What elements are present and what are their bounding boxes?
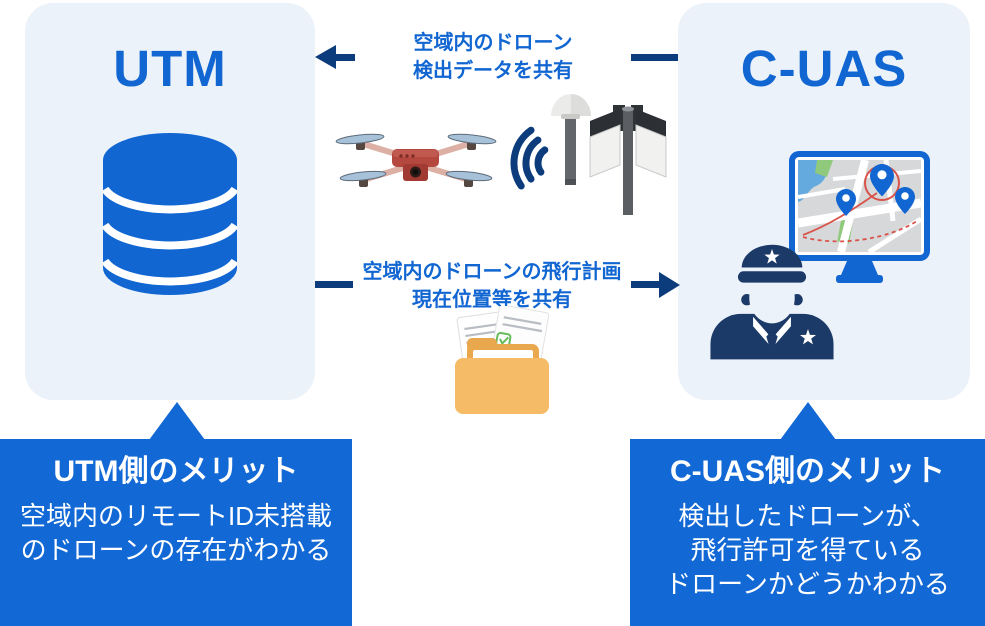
cuas-merit-line1: 検出したドローンが、 [678,500,937,531]
flight-plan-flow-label-line2: 現在位置等を共有 [412,289,572,311]
flight-plan-flow-label: 空域内のドローンの飛行計画 現在位置等を共有 [353,250,631,322]
utm-merit-heading: UTM側のメリット [53,455,299,488]
cuas-merit-line2: 飛行許可を得ている [690,534,925,565]
monitor-map-icon [789,151,930,283]
cuas-merit-pointer [780,402,836,440]
drone-icon [335,133,497,187]
detection-flow-label-line1: 空域内のドローン [413,32,573,54]
cuas-merit-line3: ドローンかどうかわかる [665,569,950,600]
cuas-merit-box: C-UAS側のメリット 検出したドローンが、 飛行許可を得ている ドローンかどう… [630,439,985,626]
utm-merit-pointer [149,402,205,440]
police-officer-icon [710,244,834,360]
cell-antenna-icon [589,105,667,215]
database-icon [103,133,237,295]
utm-merit-box: UTM側のメリット 空域内のリモートID未搭載 のドローンの存在がわかる [0,439,352,626]
utm-merit-line2: のドローンの存在がわかる [20,534,332,565]
detection-flow-label: 空域内のドローン 検出データを共有 [355,22,631,92]
cuas-merit-body: 検出したドローンが、 飛行許可を得ている ドローンかどうかわかる [630,499,985,602]
utm-merit-body: 空域内のリモートID未搭載 のドローンの存在がわかる [0,499,352,568]
arrow-right-icon [659,272,680,298]
cuas-panel-title: C-UAS [740,40,908,97]
utm-merit-line1: 空域内のリモートID未搭載 [19,500,332,531]
detection-flow-label-line2: 検出データを共有 [413,60,573,82]
dome-antenna-icon [551,94,591,185]
flight-plan-flow-label-line1: 空域内のドローンの飛行計画 [362,261,622,283]
utm-panel-title: UTM [113,40,227,97]
cuas-merit-heading: C-UAS側のメリット [670,455,945,488]
arrow-left-icon [315,45,336,69]
folder-documents-icon [455,306,550,414]
wifi-signal-icon [510,126,549,190]
